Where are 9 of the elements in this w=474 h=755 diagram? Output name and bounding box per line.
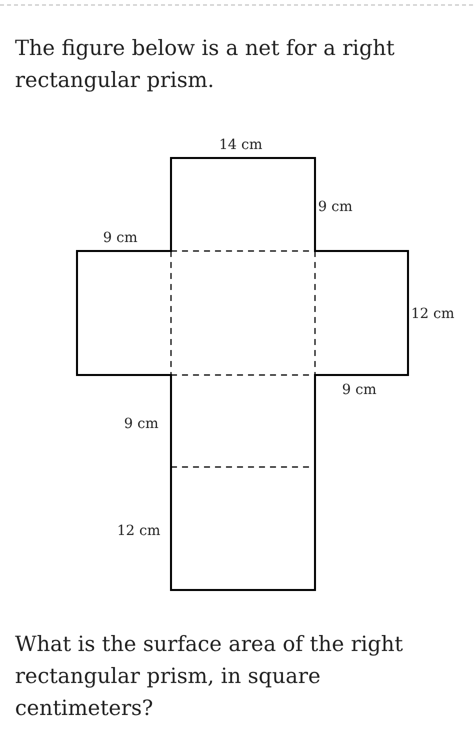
dimension-label: 9 cm — [124, 415, 158, 433]
dimension-label: 9 cm — [342, 381, 376, 399]
dimension-label: 14 cm — [219, 136, 262, 154]
caption: What is the surface area of the right rectangular prism, in square centimeters? — [15, 631, 404, 722]
dimension-label: 9 cm — [103, 229, 138, 247]
title: The figure below is a net for a right rectangular prism. — [15, 35, 396, 94]
dimension-label: 12 cm — [411, 305, 454, 323]
dimension-label: 12 cm — [117, 522, 160, 540]
dimension-label: 9 cm — [318, 198, 352, 216]
